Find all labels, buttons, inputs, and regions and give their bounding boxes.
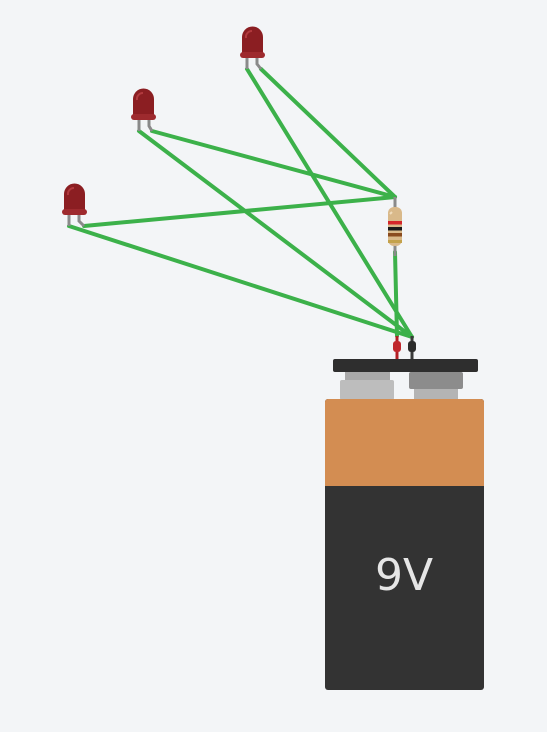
led-body — [133, 88, 154, 116]
battery-top-band — [325, 399, 484, 486]
led-highlight — [135, 91, 144, 101]
led-base — [62, 209, 87, 215]
led-highlight — [244, 29, 253, 39]
led-leg — [147, 118, 154, 132]
terminal-positive-base — [345, 372, 390, 380]
led-base — [240, 52, 265, 58]
wire-led1-to-resistor[interactable] — [259, 67, 397, 199]
wire-resistor-to-battery[interactable] — [393, 250, 399, 338]
wire-led1-to-battery[interactable] — [245, 67, 414, 339]
terminal-positive — [340, 380, 394, 400]
negative-clip — [408, 341, 416, 352]
led-2[interactable] — [131, 88, 156, 132]
wire-led2-to-resistor[interactable] — [150, 129, 397, 199]
led-leg — [77, 213, 86, 228]
resistor-band-3 — [388, 233, 402, 237]
led-1[interactable] — [240, 26, 265, 70]
led-leg — [255, 56, 263, 70]
wires — [67, 67, 414, 339]
led-body — [64, 183, 85, 211]
resistor-band-2 — [388, 227, 402, 231]
resistor-band-4 — [388, 240, 402, 243]
connector-cap — [333, 359, 478, 372]
positive-clip — [393, 341, 401, 352]
resistor-band-1 — [388, 221, 402, 225]
resistor-1[interactable] — [388, 197, 402, 256]
resistor-highlight — [389, 211, 393, 215]
led-highlight — [66, 186, 75, 196]
led-base — [131, 114, 156, 120]
terminal-negative-base — [414, 389, 458, 400]
led-body — [242, 26, 263, 54]
battery-connector[interactable] — [333, 336, 478, 400]
battery-label: 9V — [375, 550, 433, 601]
wire-led3-to-battery[interactable] — [67, 224, 414, 339]
battery[interactable]: 9V — [325, 399, 484, 690]
wire-led2-to-battery[interactable] — [137, 129, 414, 339]
led-3[interactable] — [62, 183, 87, 228]
terminal-negative — [409, 372, 463, 389]
wire-led3-to-resistor[interactable] — [82, 195, 397, 228]
